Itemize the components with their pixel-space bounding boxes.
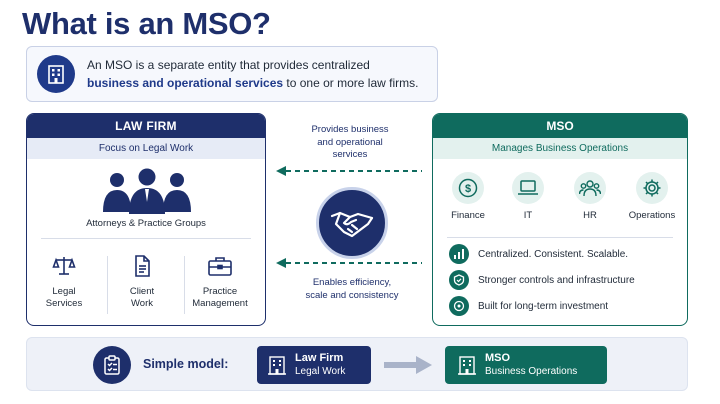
mso-pill-title: MSO (485, 352, 511, 364)
service-client-line1: Client (129, 286, 155, 297)
building-icon (268, 356, 286, 375)
function-it: IT (499, 172, 557, 221)
service-legal-line2: Services (45, 298, 83, 309)
divider (107, 256, 108, 314)
mso-header: MSO (433, 114, 687, 138)
law-firm-caption: Attorneys & Practice Groups (86, 218, 206, 229)
people-icon (574, 172, 606, 204)
attorneys-icon (99, 168, 195, 219)
definition-text: An MSO is a separate entity that provide… (87, 56, 432, 92)
arrow-left-top (276, 166, 422, 176)
law-firm-header: LAW FIRM (27, 114, 265, 138)
function-finance: $ Finance (439, 172, 497, 221)
bullet-text: Stronger controls and infrastructure (478, 274, 635, 286)
scales-icon (52, 257, 76, 275)
simple-model-label: Simple model: (143, 357, 229, 371)
enables-line2: scale and consistency (305, 289, 399, 301)
bullet-text: Centralized. Consistent. Scalable. (478, 248, 629, 260)
laptop-icon (512, 172, 544, 204)
svg-text:$: $ (465, 183, 471, 195)
mso-subheader: Manages Business Operations (433, 138, 687, 159)
briefcase-icon (208, 257, 232, 276)
document-icon (135, 255, 150, 277)
definition-prefix: An MSO is a separate entity that provide… (87, 58, 370, 72)
bullet-item: Stronger controls and infrastructure (449, 270, 635, 290)
divider (447, 237, 673, 238)
bullet-item: Built for long-term investment (449, 296, 608, 316)
mso-pill: MSO Business Operations (445, 346, 607, 384)
mso-card: MSO Manages Business Operations $ Financ… (432, 113, 688, 326)
shield-icon (449, 270, 469, 290)
building-icon (458, 356, 476, 375)
gear-icon (636, 172, 668, 204)
arrow-left-bottom (276, 258, 422, 268)
divider (41, 238, 251, 239)
bullet-text: Built for long-term investment (478, 300, 609, 312)
function-finance-label: Finance (451, 210, 485, 221)
definition-highlight: business and operational services (87, 76, 284, 90)
provides-line2: and operational (317, 136, 383, 148)
function-operations: Operations (623, 172, 681, 221)
money-icon (449, 296, 469, 316)
bullet-item: Centralized. Consistent. Scalable. (449, 244, 628, 264)
provides-line3: services (332, 149, 368, 160)
function-hr-label: HR (583, 210, 597, 221)
definition-suffix: to one or more law firms. (283, 76, 419, 90)
law-firm-subheader: Focus on Legal Work (27, 138, 265, 159)
function-hr: HR (561, 172, 619, 221)
divider (184, 256, 185, 314)
dollar-icon: $ (452, 172, 484, 204)
service-legal-line1: Legal (52, 286, 76, 297)
provides-text: Provides business and operational servic… (295, 124, 405, 162)
enables-text: Enables efficiency, scale and consistenc… (297, 277, 407, 302)
arrow-right-icon (384, 356, 432, 374)
chart-icon (449, 244, 469, 264)
function-it-label: IT (523, 210, 533, 221)
service-practice-line1: Practice (202, 286, 238, 297)
law-firm-pill-title: Law Firm (295, 352, 344, 364)
page-title: What is an MSO? (22, 6, 271, 41)
building-icon (37, 55, 75, 93)
provides-line1: Provides business (311, 124, 389, 135)
law-firm-pill-subtitle: Legal Work (295, 366, 346, 377)
definition-box: An MSO is a separate entity that provide… (26, 46, 438, 102)
service-client-line2: Work (131, 298, 153, 309)
function-operations-label: Operations (628, 210, 676, 221)
enables-line1: Enables efficiency, (312, 277, 392, 288)
handshake-icon (316, 187, 388, 259)
mso-pill-subtitle: Business Operations (485, 366, 578, 377)
law-firm-card: LAW FIRM Focus on Legal Work Attorneys &… (26, 113, 266, 326)
clipboard-icon (93, 346, 131, 384)
service-practice-line2: Management (192, 298, 248, 309)
